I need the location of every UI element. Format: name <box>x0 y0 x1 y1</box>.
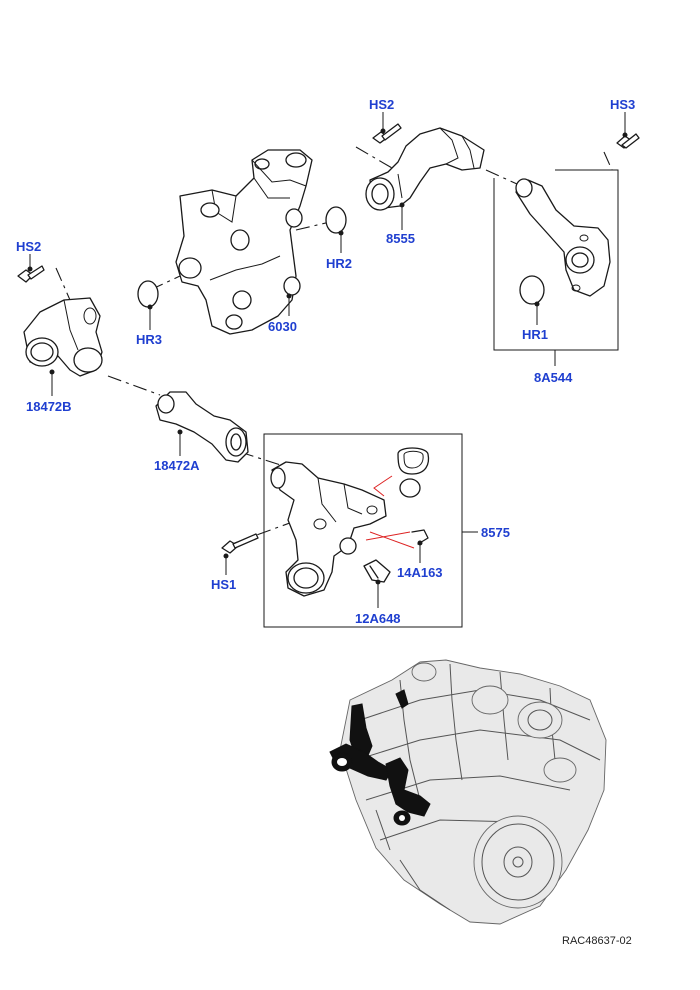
callout-8575: 8575 <box>481 525 510 540</box>
clip-14a163 <box>411 529 429 545</box>
callout-hr3: HR3 <box>136 332 162 347</box>
sensor-12a648 <box>363 559 391 583</box>
kit-box-8575 <box>263 433 463 628</box>
gasket-set <box>397 447 430 498</box>
o-ring-hr1 <box>519 275 545 305</box>
bolt-hs1 <box>221 533 259 554</box>
callout-6030: 6030 <box>268 319 297 334</box>
callout-hs2-left: HS2 <box>16 239 41 254</box>
leader-lines <box>27 112 628 608</box>
callout-hr1: HR1 <box>522 327 548 342</box>
bolt-hs2-left <box>17 265 45 283</box>
housing-6030 <box>175 149 313 335</box>
o-ring-hr2 <box>325 206 347 234</box>
bolt-hs2-top <box>372 123 402 144</box>
o-ring-hr3 <box>137 280 159 308</box>
callout-hr2: HR2 <box>326 256 352 271</box>
callout-18472b: 18472B <box>26 399 72 414</box>
pipe-8555 <box>365 127 485 211</box>
pipe-18472a <box>155 391 249 463</box>
callout-hs3: HS3 <box>610 97 635 112</box>
callout-14a163: 14A163 <box>397 565 443 580</box>
callout-18472a: 18472A <box>154 458 200 473</box>
reference-code: RAC48637-02 <box>562 935 632 947</box>
callout-hs2-top: HS2 <box>369 97 394 112</box>
kit-box-8a544 <box>493 169 619 351</box>
outlet-18472b <box>23 297 103 377</box>
bolt-hs3 <box>616 133 640 149</box>
callout-12a648: 12A648 <box>355 611 401 626</box>
engine-overview-illustration <box>329 659 607 925</box>
callout-8a544: 8A544 <box>534 370 573 385</box>
thermostat-housing-8575 <box>270 461 387 597</box>
callout-8555: 8555 <box>386 231 415 246</box>
pipe-8a544 <box>515 178 611 297</box>
callout-hs1: HS1 <box>211 577 236 592</box>
